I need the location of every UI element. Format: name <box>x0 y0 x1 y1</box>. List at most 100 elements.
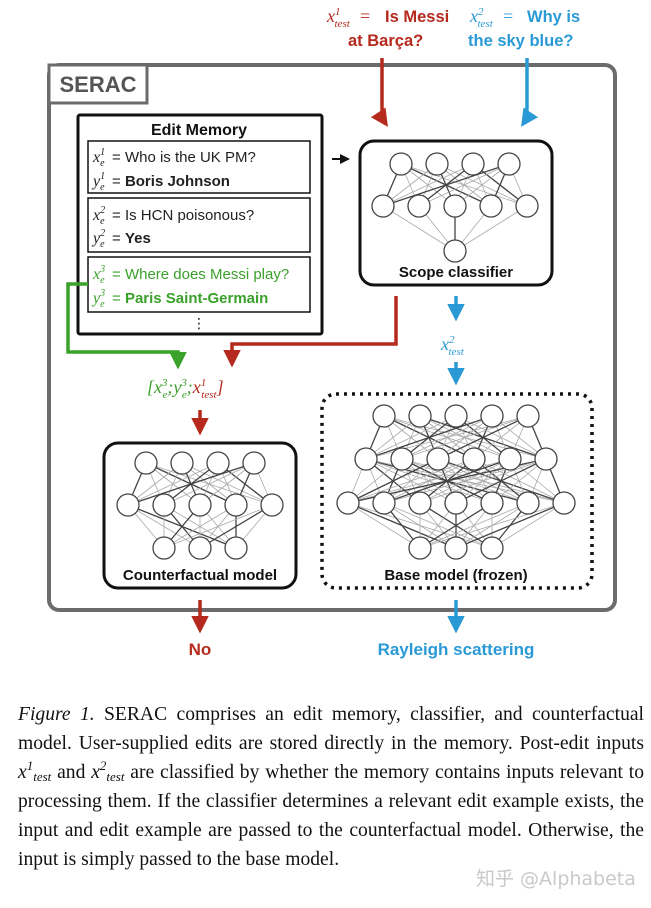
network-edge <box>347 502 421 549</box>
network-edge <box>454 205 528 252</box>
memory-answer-3: Paris Saint-Germain <box>125 290 268 307</box>
arrow-x1-to-classifier <box>370 58 388 127</box>
svg-text:x1e: x1e <box>92 147 105 169</box>
caption-and: and <box>51 762 92 783</box>
base-model-label: Base model (frozen) <box>384 567 527 584</box>
network-node <box>552 491 576 515</box>
network-node <box>170 451 194 475</box>
network-node <box>389 152 413 176</box>
network-node <box>224 536 248 560</box>
network-edge <box>199 504 273 549</box>
network-edge <box>365 415 493 460</box>
input-x2-text-line2: the sky blue? <box>468 32 573 50</box>
network-edge <box>419 502 565 549</box>
svg-text:= Where does Messi play?: = Where does Messi play? <box>112 266 289 283</box>
network-edge <box>455 458 547 504</box>
memory-question-1: Who is the UK PM? <box>125 149 256 166</box>
arrow-entry3-to-concat <box>66 282 187 370</box>
memory-answer-1: Boris Johnson <box>125 173 230 190</box>
serac-label-box <box>47 63 149 105</box>
network-node <box>480 404 504 428</box>
network-node <box>408 491 432 515</box>
network-node <box>390 447 414 471</box>
network-node <box>425 152 449 176</box>
memory-question-3: Where does Messi play? <box>125 266 289 283</box>
network-node <box>152 536 176 560</box>
network-node <box>260 493 284 517</box>
edit-memory-title: Edit Memory <box>151 122 247 139</box>
network-node <box>336 491 360 515</box>
network-edge <box>419 458 547 504</box>
network-node <box>152 493 176 517</box>
input-x1-eq: = <box>360 6 370 26</box>
network-node <box>534 447 558 471</box>
network-node <box>516 404 540 428</box>
caption-x1: x1test <box>18 758 52 784</box>
network-edge <box>418 163 510 207</box>
network-node <box>206 451 230 475</box>
network-edge <box>491 502 565 549</box>
network-edge <box>163 504 237 549</box>
classifier-network-icon <box>371 152 539 263</box>
caption-x2: x2test <box>91 758 125 784</box>
arrow-classifier-to-concat <box>223 296 398 368</box>
caption-part2: are classified by whether the memory con… <box>18 762 644 870</box>
network-node <box>224 493 248 517</box>
network-node <box>372 491 396 515</box>
network-edge <box>163 462 255 506</box>
memory-question-2: Is HCN poisonous? <box>125 207 254 224</box>
network-node <box>408 404 432 428</box>
network-edge <box>419 502 529 549</box>
network-node <box>480 491 504 515</box>
network-node <box>116 493 140 517</box>
network-node <box>242 451 266 475</box>
svg-text:y3e: y3e <box>91 288 105 310</box>
network-node <box>407 194 431 218</box>
network-edge <box>419 502 493 549</box>
network-edge <box>347 458 475 504</box>
svg-text:= Who is the UK PM?: = Who is the UK PM? <box>112 149 256 166</box>
network-node <box>354 447 378 471</box>
network-node <box>444 404 468 428</box>
svg-text:= Is HCN poisonous?: = Is HCN poisonous? <box>112 207 254 224</box>
figure-caption: Figure 1. SERAC comprises an edit memory… <box>18 700 644 874</box>
input-x1-text-line1: Is Messi <box>385 8 449 26</box>
network-edge <box>127 462 219 506</box>
output-rayleigh: Rayleigh scattering <box>378 640 535 659</box>
svg-text:y1e: y1e <box>91 171 105 193</box>
network-node <box>462 447 486 471</box>
network-edge <box>365 415 457 460</box>
network-node <box>479 194 503 218</box>
svg-text:= Yes: = Yes <box>112 230 151 247</box>
network-node <box>497 152 521 176</box>
network-node <box>188 493 212 517</box>
serac-label: SERAC <box>59 72 136 97</box>
network-edge <box>163 504 273 549</box>
svg-text:= Paris Saint-Germain: = Paris Saint-Germain <box>112 290 268 307</box>
network-node <box>444 536 468 560</box>
network-edge <box>382 205 456 252</box>
input-x2-text-line1: Why is <box>527 8 580 26</box>
network-node <box>408 536 432 560</box>
counterfactual-network-icon <box>116 451 284 560</box>
network-node <box>371 194 395 218</box>
scope-classifier-label: Scope classifier <box>399 264 513 281</box>
network-node <box>480 536 504 560</box>
network-node <box>134 451 158 475</box>
figure-label: Figure 1. <box>18 704 95 725</box>
network-node <box>372 404 396 428</box>
svg-text:= Boris Johnson: = Boris Johnson <box>112 173 230 190</box>
svg-text:y2e: y2e <box>91 228 105 250</box>
network-edge <box>437 415 529 460</box>
memory-ellipsis: ⋮ <box>192 315 206 331</box>
network-node <box>498 447 522 471</box>
network-edge <box>347 458 439 504</box>
